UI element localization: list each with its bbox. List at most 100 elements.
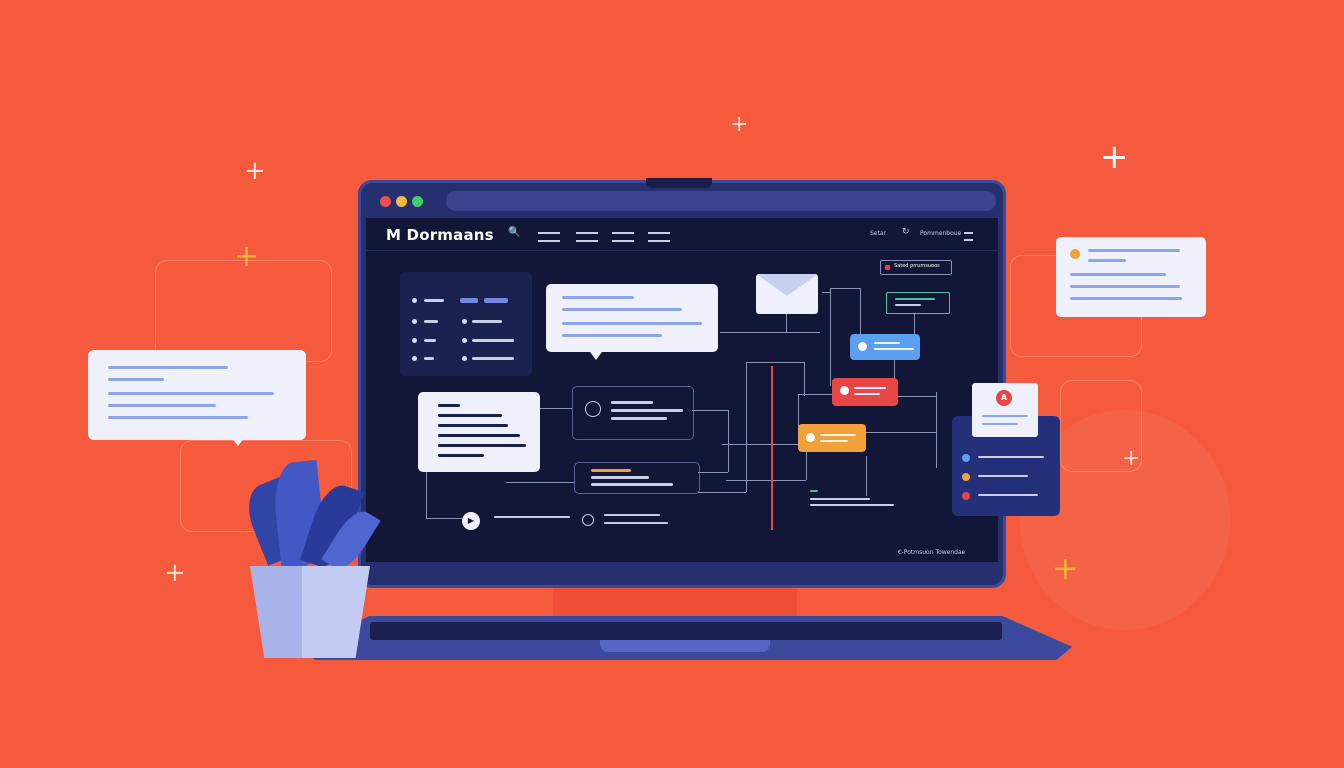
nav-link[interactable]: Pommenboue <box>920 230 962 237</box>
search-icon[interactable]: 🔍 <box>508 227 521 238</box>
status-dot <box>885 265 890 270</box>
text-line <box>562 308 682 311</box>
list-item-label[interactable] <box>424 320 438 323</box>
list-item-label[interactable] <box>472 320 502 323</box>
play-icon[interactable]: ▶ <box>462 512 480 530</box>
list-item-tag[interactable] <box>460 298 478 303</box>
nav-menu-item[interactable] <box>612 232 634 242</box>
notification-status-icon <box>962 454 970 462</box>
close-window-button[interactable] <box>380 196 391 207</box>
app-logo[interactable]: M Dormaans <box>386 226 494 244</box>
connector-wire <box>726 480 806 482</box>
step-icon[interactable] <box>582 514 594 526</box>
sparkle-icon: + <box>164 558 186 588</box>
text-line <box>810 504 894 506</box>
connector-wire <box>866 432 936 434</box>
connector-wire <box>692 410 728 412</box>
text-line <box>874 348 914 350</box>
text-line <box>438 434 520 437</box>
text-line <box>108 392 274 395</box>
text-line <box>562 334 662 337</box>
status-pill[interactable]: Sated prrumsuoos <box>880 260 952 275</box>
list-bullet <box>412 298 417 303</box>
sparkle-icon: + <box>234 239 260 274</box>
text-line <box>108 378 164 381</box>
list-item-tag[interactable] <box>484 298 508 303</box>
screen-footer-text: Ꞓ-Potmsuon Towendae <box>898 549 966 556</box>
notification-status-icon <box>962 473 970 481</box>
process-step-box[interactable] <box>574 462 700 494</box>
text-line <box>1070 285 1180 288</box>
address-bar[interactable] <box>446 191 996 211</box>
browser-titlebar <box>368 188 998 216</box>
text-line <box>810 498 870 500</box>
list-item-label[interactable] <box>424 339 436 342</box>
document-card[interactable] <box>418 392 540 472</box>
text-line <box>438 444 526 447</box>
connector-wire <box>822 292 830 294</box>
list-bullet <box>462 338 467 343</box>
list-bullet <box>412 319 417 324</box>
connector-wire <box>806 448 808 480</box>
connector-wire <box>426 472 428 518</box>
workflow-node-outline[interactable] <box>886 292 950 314</box>
text-line <box>611 409 683 412</box>
connector-wire <box>698 492 746 494</box>
maximize-window-button[interactable] <box>412 196 423 207</box>
connector-wire <box>540 408 572 410</box>
text-line <box>1070 273 1166 276</box>
text-line <box>820 434 856 436</box>
connector-wire <box>936 392 938 468</box>
list-item-label[interactable] <box>424 299 444 302</box>
connector-wire <box>798 394 800 444</box>
top-navigation: M Dormaans 🔍 Setar ↻ Pommenboue <box>366 218 998 251</box>
envelope-flap <box>756 274 818 296</box>
refresh-icon[interactable]: ↻ <box>902 227 910 237</box>
workflow-node-outline[interactable] <box>804 486 902 512</box>
workflow-node-orange[interactable] <box>798 424 866 452</box>
node-dot <box>858 342 867 351</box>
text-line <box>438 404 460 407</box>
connector-wire <box>830 288 832 386</box>
text-line <box>982 423 1018 425</box>
connector-wire <box>866 456 868 496</box>
hamburger-menu-icon[interactable] <box>964 232 973 241</box>
text-line <box>591 483 673 486</box>
keyboard-area <box>370 622 1002 640</box>
message-bubble[interactable] <box>546 284 718 352</box>
nav-menu-item[interactable] <box>576 232 598 242</box>
status-pill-label: Sated prrumsuoos <box>894 263 940 269</box>
plant-pot-shade <box>250 566 302 658</box>
connector-wire <box>786 314 788 332</box>
list-item-label[interactable] <box>472 339 514 342</box>
text-line <box>438 414 502 417</box>
sparkle-icon: + <box>244 156 266 186</box>
connector-wire <box>892 396 936 398</box>
webcam <box>646 178 712 188</box>
nav-menu-item[interactable] <box>648 232 670 242</box>
list-item-label[interactable] <box>424 357 434 360</box>
connector-wire <box>506 482 574 484</box>
text-line <box>604 522 668 524</box>
node-dot <box>840 386 849 395</box>
floating-chat-bubble-left <box>88 350 306 440</box>
process-step-box[interactable] <box>572 386 694 440</box>
nav-menu-item[interactable] <box>538 232 560 242</box>
text-line <box>108 416 248 419</box>
minimize-window-button[interactable] <box>396 196 407 207</box>
mail-icon[interactable] <box>756 274 818 314</box>
text-line <box>978 475 1028 477</box>
sparkle-icon: + <box>1052 549 1079 587</box>
workflow-node-red[interactable] <box>832 378 898 406</box>
alert-card[interactable]: A <box>972 383 1038 437</box>
text-line <box>1088 249 1180 252</box>
text-line <box>895 298 935 300</box>
text-line <box>604 514 660 516</box>
background-line <box>155 260 332 362</box>
workflow-node-blue[interactable] <box>850 334 920 360</box>
list-item-label[interactable] <box>472 357 514 360</box>
connector-wire <box>798 394 832 396</box>
text-line <box>562 322 702 325</box>
nav-link[interactable]: Setar <box>870 230 886 237</box>
timeline-marker <box>771 366 773 530</box>
